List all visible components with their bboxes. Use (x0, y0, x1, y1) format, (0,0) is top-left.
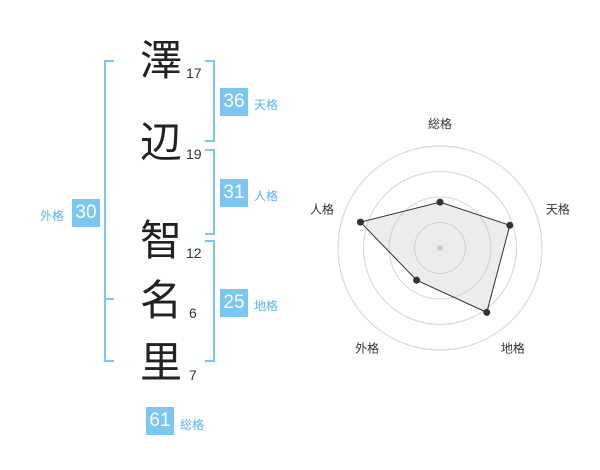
radar-ring (337, 145, 543, 351)
chikaku-label: 地格 (254, 299, 279, 313)
name-char-5: 里 (139, 338, 182, 387)
radar-polygon (359, 201, 511, 314)
radar-ring (388, 196, 492, 300)
name-char-2-strokes: 19 (186, 146, 202, 162)
gaikaku-bracket (104, 60, 114, 362)
name-char-2: 辺 (139, 118, 182, 167)
radar-ring (363, 171, 517, 325)
name-char-4: 名 (139, 276, 182, 325)
radar-axis-label: 総格 (428, 116, 452, 131)
soukaku-value: 61 (146, 407, 174, 435)
radar-axis-label: 天格 (546, 202, 570, 217)
jinkaku-value: 31 (220, 179, 248, 207)
radar-axis-label: 人格 (310, 202, 334, 217)
name-char-3: 智 (139, 216, 182, 265)
radar-point-3 (483, 308, 491, 316)
tenkaku-value: 36 (220, 88, 248, 116)
gaikaku-value: 30 (72, 199, 100, 227)
name-char-3-strokes: 12 (186, 245, 202, 261)
radar-point-4 (413, 276, 421, 284)
gaikaku-bracket-inner-top (104, 60, 114, 62)
soukaku-label: 総格 (180, 418, 205, 432)
radar-center-dot (437, 245, 443, 251)
tenkaku-bracket (205, 60, 215, 142)
chikaku-bracket (205, 240, 215, 362)
radar-point-2 (506, 221, 514, 229)
name-char-4-strokes: 6 (189, 305, 197, 321)
jinkaku-label: 人格 (254, 189, 279, 203)
name-char-5-strokes: 7 (189, 367, 197, 383)
radar-point-5 (356, 218, 364, 226)
radar-axis-label: 地格 (501, 340, 525, 355)
radar-axis-label: 外格 (355, 340, 379, 355)
name-char-1-strokes: 17 (186, 65, 202, 81)
chikaku-value: 25 (220, 289, 248, 317)
tenkaku-label: 天格 (254, 98, 279, 112)
jinkaku-bracket (205, 149, 215, 235)
name-char-1: 澤 (139, 36, 182, 85)
gaikaku-label: 外格 (40, 209, 65, 223)
gaikaku-bracket-inner-mid (104, 298, 114, 300)
radar-point-1 (436, 198, 444, 206)
radar-ring (414, 222, 466, 274)
